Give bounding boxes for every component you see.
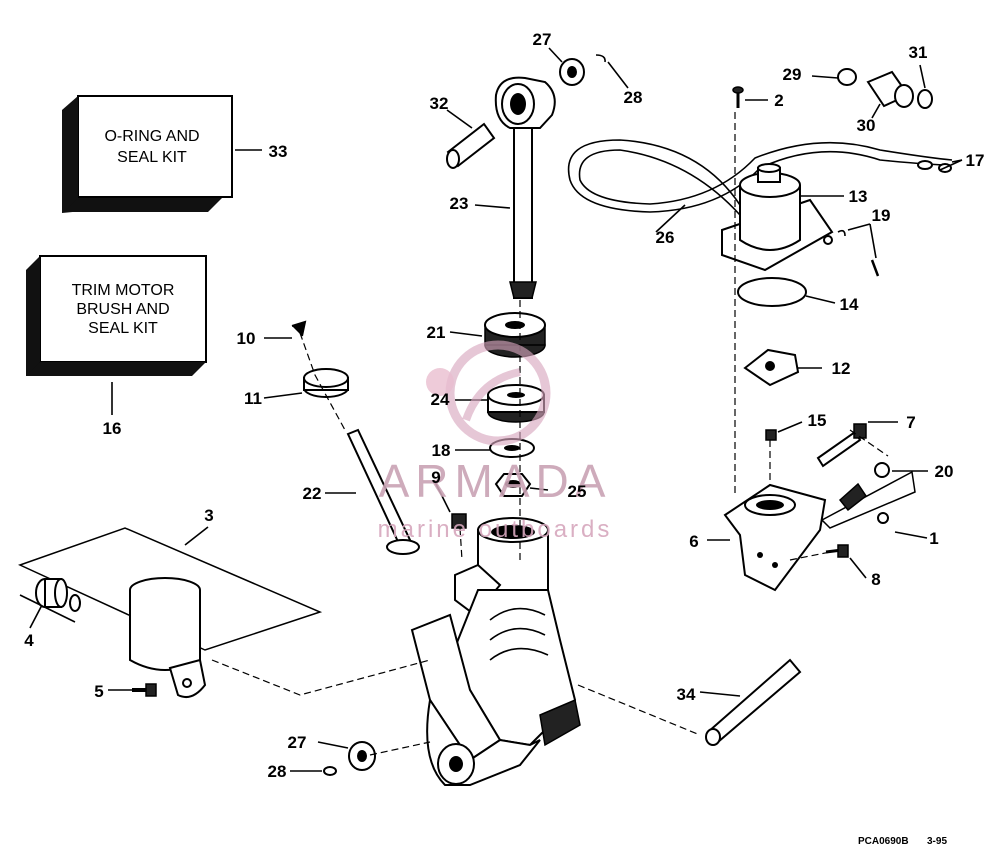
watermark-tagline: marine outboards bbox=[378, 516, 613, 543]
label-29: 29 bbox=[783, 65, 802, 84]
screw-19 bbox=[837, 229, 880, 277]
watermark-brand: ARMADA bbox=[379, 455, 612, 507]
bolt-7 bbox=[816, 423, 867, 468]
label-15: 15 bbox=[808, 411, 827, 430]
label-8: 8 bbox=[871, 570, 880, 589]
retaining-ring-28-bottom bbox=[323, 766, 337, 776]
label-27-top: 27 bbox=[533, 30, 552, 49]
box-text-trim-3: SEAL KIT bbox=[88, 320, 158, 337]
watermark-logo-icon bbox=[426, 340, 551, 446]
label-7: 7 bbox=[906, 413, 915, 432]
oring-seal-kit-box: O-RING AND SEAL KIT bbox=[62, 95, 233, 213]
label-19: 19 bbox=[872, 206, 891, 225]
armada-watermark: ARMADA marine outboards bbox=[378, 340, 613, 543]
label-31: 31 bbox=[909, 43, 928, 62]
check-9 bbox=[451, 513, 467, 529]
plug-11 bbox=[303, 368, 349, 398]
label-27-bottom: 27 bbox=[288, 733, 307, 752]
part-labels: 33 16 10 11 22 3 4 5 21 24 18 25 9 23 32… bbox=[24, 30, 984, 781]
label-33: 33 bbox=[269, 142, 288, 161]
label-2: 2 bbox=[774, 91, 783, 110]
label-20: 20 bbox=[935, 462, 954, 481]
reservoir-assembly bbox=[18, 527, 323, 698]
label-14: 14 bbox=[840, 295, 859, 314]
label-30: 30 bbox=[857, 116, 876, 135]
label-1: 1 bbox=[929, 529, 938, 548]
trim-motor-13 bbox=[721, 163, 834, 272]
plug-20 bbox=[874, 462, 890, 478]
label-17: 17 bbox=[966, 151, 985, 170]
valve-10 bbox=[291, 320, 307, 337]
o-ring-14 bbox=[737, 277, 807, 307]
label-23: 23 bbox=[450, 194, 469, 213]
cover-12 bbox=[743, 348, 800, 387]
filter-part bbox=[19, 578, 81, 623]
label-24: 24 bbox=[431, 390, 450, 409]
wiring-harness-26 bbox=[567, 139, 953, 216]
label-11: 11 bbox=[244, 389, 262, 408]
pivot-pin-32 bbox=[446, 122, 496, 169]
trim-rod bbox=[494, 76, 556, 299]
tube-22 bbox=[346, 428, 420, 555]
trim-motor-kit-box: TRIM MOTOR BRUSH AND SEAL KIT bbox=[26, 255, 207, 376]
brush-30 bbox=[866, 70, 914, 108]
label-32: 32 bbox=[430, 94, 449, 113]
screw-15 bbox=[765, 429, 777, 441]
label-18: 18 bbox=[432, 441, 451, 460]
cylinder-housing bbox=[410, 517, 581, 786]
piston-24 bbox=[487, 384, 545, 423]
label-4: 4 bbox=[24, 631, 34, 650]
box-text-trim-1: TRIM MOTOR bbox=[72, 282, 175, 299]
screw-8 bbox=[825, 544, 849, 558]
label-10: 10 bbox=[237, 329, 256, 348]
box-text-oring-1: O-RING AND bbox=[104, 128, 199, 145]
manifold-6 bbox=[723, 483, 827, 592]
label-26: 26 bbox=[656, 228, 675, 247]
bushing-27-bottom bbox=[348, 741, 376, 771]
label-28-top: 28 bbox=[624, 88, 643, 107]
label-28-bottom: 28 bbox=[268, 762, 287, 781]
label-9: 9 bbox=[431, 468, 440, 487]
label-5: 5 bbox=[94, 682, 103, 701]
piston-cap-21 bbox=[484, 312, 546, 358]
fitting-1 bbox=[820, 470, 916, 529]
seal-31 bbox=[917, 89, 933, 109]
drawing-date: 3-95 bbox=[927, 836, 947, 847]
pin-34 bbox=[705, 658, 802, 746]
label-6: 6 bbox=[689, 532, 698, 551]
retaining-ring-28-top bbox=[595, 54, 606, 63]
cap-29 bbox=[837, 68, 857, 86]
screw-5 bbox=[132, 683, 157, 697]
label-12: 12 bbox=[832, 359, 851, 378]
nut-25 bbox=[494, 473, 532, 497]
screw-2 bbox=[732, 86, 744, 108]
label-16: 16 bbox=[103, 419, 122, 438]
label-13: 13 bbox=[849, 187, 868, 206]
label-34: 34 bbox=[677, 685, 696, 704]
dashed-guides bbox=[211, 112, 889, 756]
label-25: 25 bbox=[568, 482, 587, 501]
drawing-code: PCA0690B bbox=[858, 836, 909, 847]
leader-lines bbox=[29, 47, 963, 772]
label-3: 3 bbox=[204, 506, 213, 525]
bushing-27-top bbox=[559, 58, 585, 86]
box-text-oring-2: SEAL KIT bbox=[117, 149, 187, 166]
box-text-trim-2: BRUSH AND bbox=[76, 301, 169, 318]
label-22: 22 bbox=[303, 484, 322, 503]
label-21: 21 bbox=[427, 323, 446, 342]
